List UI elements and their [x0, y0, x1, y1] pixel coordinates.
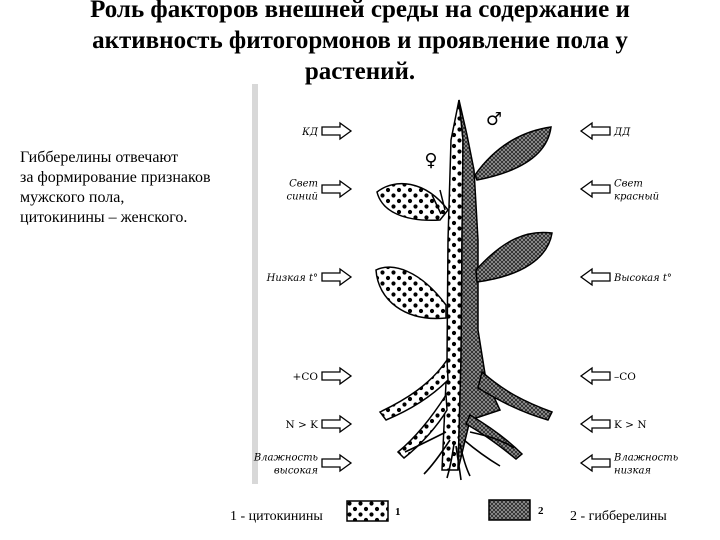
left-factor-arrow-icon	[321, 121, 353, 141]
left-factor-label: высокая	[274, 466, 318, 477]
female-sign-icon: ♀	[424, 150, 437, 171]
left-factor-arrow-icon	[321, 453, 353, 473]
root-right-1	[477, 370, 554, 421]
leaf-upper-right	[474, 126, 552, 181]
legend-number-2: 2	[538, 505, 544, 517]
right-factor-label: красный	[614, 192, 659, 203]
right-factor-arrow-icon	[579, 453, 611, 473]
fine-roots	[404, 431, 515, 481]
legend-caption-cytokinins: 1 - цитокинины	[230, 509, 323, 524]
note-text: Гибберелины отвечают за формирование при…	[20, 149, 211, 226]
right-factor-label: низкая	[614, 466, 651, 477]
right-factor-arrow-icon	[579, 267, 611, 287]
legend-number-1: 1	[395, 506, 401, 518]
right-factor-arrow-icon	[579, 179, 611, 199]
right-factor-label: ДД	[613, 127, 631, 138]
leaf-upper-left	[376, 182, 449, 221]
left-factor-label: Свет	[289, 179, 318, 190]
root-right-2	[465, 413, 524, 460]
right-factor-label: Влажность	[613, 453, 678, 464]
left-factor-label: синий	[286, 192, 318, 203]
right-factor-label: K > N	[614, 419, 647, 431]
male-sign-icon: ♂	[486, 109, 502, 130]
stem-gibberellin-region	[457, 99, 502, 471]
right-factor-arrow-icon	[579, 414, 611, 434]
legend-swatch-cytokinins	[346, 500, 389, 522]
left-factor-arrow-icon	[321, 179, 353, 199]
leaf-lower-left	[375, 266, 447, 320]
root-left-2	[396, 392, 448, 459]
right-factor-arrow-icon	[579, 121, 611, 141]
left-factor-label: Низкая t°	[266, 273, 318, 284]
scan-edge	[252, 84, 258, 484]
page-title: Роль факторов внешней среды на содержани…	[90, 0, 630, 85]
left-factor-label: Влажность	[253, 453, 318, 464]
left-factor-label: N > K	[285, 419, 318, 431]
right-factor-arrow-icon	[579, 366, 611, 386]
left-factor-label: КД	[301, 127, 319, 138]
right-factor-label: Свет	[614, 179, 643, 190]
legend-swatch-gibberellins	[488, 499, 531, 521]
left-factor-arrow-icon	[321, 366, 353, 386]
left-factor-arrow-icon	[321, 414, 353, 434]
right-factor-label: Высокая t°	[613, 273, 672, 284]
leaf-lower-right	[475, 231, 553, 283]
left-factor-arrow-icon	[321, 267, 353, 287]
left-factor-label: +CO	[293, 371, 319, 383]
root-left-1	[378, 357, 449, 421]
legend-caption-gibberellins: 2 - гибберелины	[570, 509, 667, 524]
right-factor-label: –CO	[614, 371, 636, 383]
